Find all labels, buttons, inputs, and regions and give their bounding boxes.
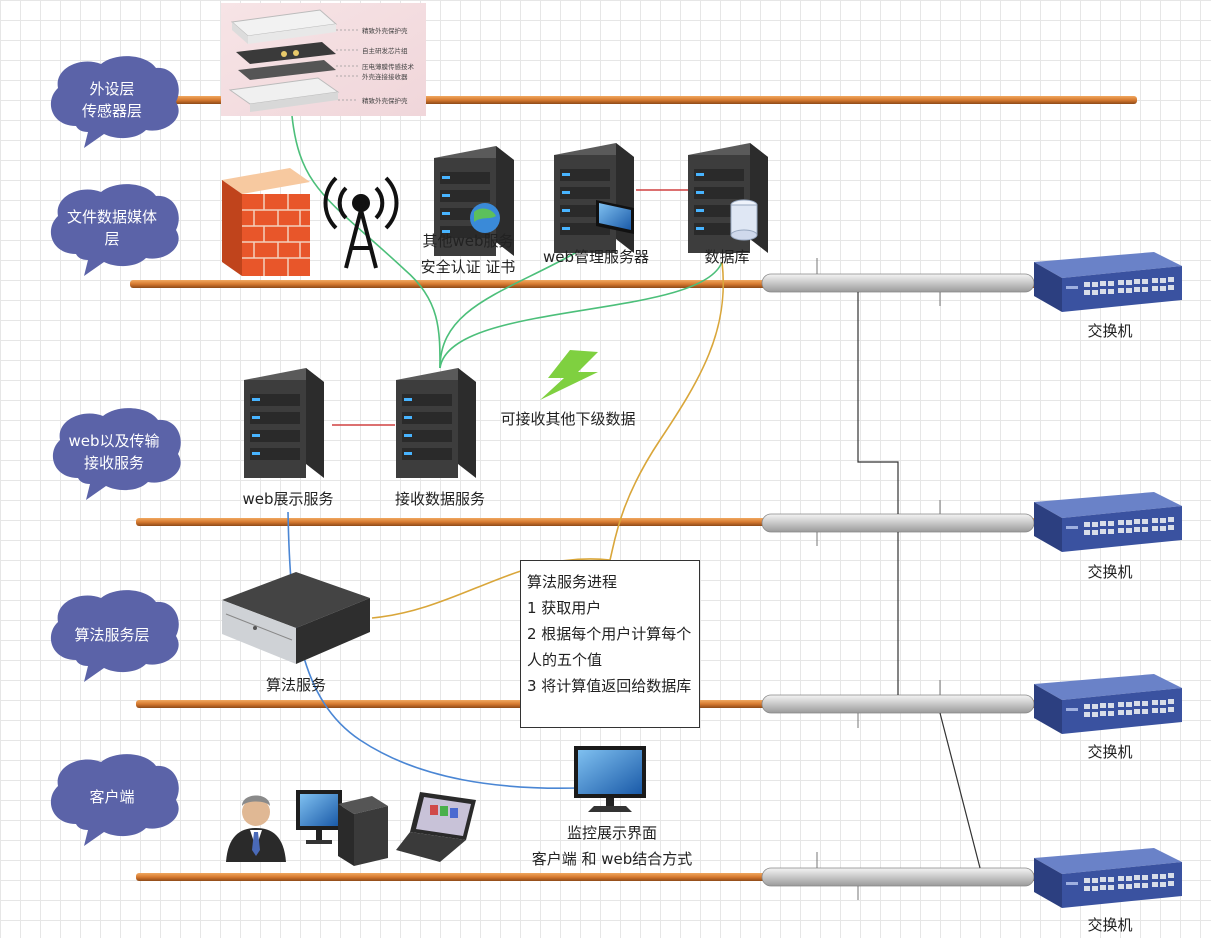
layer-bubble-client: 客户端 xyxy=(50,754,179,846)
sensor-callout: 精致外壳保护壳 xyxy=(362,96,408,105)
switch-4: 交换机 xyxy=(1034,848,1182,934)
sensor-callout: 外壳连接接收器 xyxy=(362,72,408,81)
gold-links xyxy=(371,261,725,619)
monitor-icon: 监控展示界面 客户端 和 web结合方式 xyxy=(532,746,693,868)
sensor-device-image: 精致外壳保护壳 自主研发芯片组 压电薄膜传感技术 外壳连接接收器 精致外壳保护壳 xyxy=(221,3,426,116)
svg-text:层: 层 xyxy=(104,230,119,248)
user-avatar-icon xyxy=(226,795,286,862)
other-web-server: 其他web服务 安全认证 证书 xyxy=(421,146,516,276)
svg-text:文件数据媒体: 文件数据媒体 xyxy=(67,208,157,226)
note-title: 算法服务进程 xyxy=(527,573,618,591)
antenna-icon xyxy=(323,176,399,269)
layer-bubble-peripheral: 外设层 传感器层 xyxy=(50,56,179,148)
desktop-computer-icon xyxy=(296,790,388,866)
svg-text:外设层: 外设层 xyxy=(89,80,134,98)
switch-3: 交换机 xyxy=(1034,674,1182,761)
database-label: 数据库 xyxy=(704,248,749,266)
svg-text:web以及传输: web以及传输 xyxy=(68,432,159,450)
svg-text:接收服务: 接收服务 xyxy=(84,454,144,472)
receive-other-label: 可接收其他下级数据 xyxy=(500,410,635,428)
switch-2: 交换机 xyxy=(1034,492,1182,581)
backbone-tubes xyxy=(761,258,1035,900)
switch-label: 交换机 xyxy=(1087,916,1132,934)
switch-label: 交换机 xyxy=(1087,322,1132,340)
monitor-label: 监控展示界面 xyxy=(567,824,657,842)
receive-data-server: 接收数据服务 xyxy=(395,368,485,508)
web-admin-server: web管理服务器 xyxy=(543,143,649,266)
laptop-icon xyxy=(396,792,476,862)
sensor-callout: 自主研发芯片组 xyxy=(362,46,408,55)
sensor-callout: 精致外壳保护壳 xyxy=(362,26,408,35)
note-step-3: 3 将计算值返回给数据库 xyxy=(527,677,692,695)
algorithm-service-label: 算法服务 xyxy=(266,676,326,694)
lightning-icon xyxy=(540,350,598,400)
layer-bubble-file-media: 文件数据媒体 层 xyxy=(50,184,179,276)
switch-label: 交换机 xyxy=(1087,563,1132,581)
svg-text:客户端: 客户端 xyxy=(89,788,134,806)
note-step-1: 1 获取用户 xyxy=(527,599,602,617)
layer-bubble-algorithm: 算法服务层 xyxy=(50,590,179,682)
red-links xyxy=(332,189,688,426)
switch-1: 交换机 xyxy=(1034,252,1182,340)
web-admin-label: web管理服务器 xyxy=(543,248,649,266)
receive-data-label: 接收数据服务 xyxy=(395,490,485,508)
layer-bubble-web-transport: web以及传输 接收服务 xyxy=(52,408,181,500)
green-links xyxy=(291,115,723,369)
switch-label: 交换机 xyxy=(1087,743,1132,761)
other-web-label: 其他web服务 xyxy=(422,232,513,250)
web-display-server: web展示服务 xyxy=(242,368,334,508)
svg-text:算法服务层: 算法服务层 xyxy=(74,626,149,644)
security-cert-label: 安全认证 证书 xyxy=(421,258,516,276)
algorithm-process-note: 算法服务进程 1 获取用户 2 根据每个用户计算每个人的五个值 3 将计算值返回… xyxy=(520,560,700,728)
svg-text:传感器层: 传感器层 xyxy=(82,102,142,120)
monitor-mode-label: 客户端 和 web结合方式 xyxy=(532,850,693,868)
database-server: 数据库 xyxy=(688,143,768,266)
web-display-label: web展示服务 xyxy=(242,490,333,508)
firewall-icon xyxy=(222,168,310,276)
algorithm-device-icon: 算法服务 xyxy=(222,572,370,694)
sensor-callout: 压电薄膜传感技术 xyxy=(362,62,415,71)
note-step-2: 2 根据每个用户计算每个人的五个值 xyxy=(527,625,692,669)
